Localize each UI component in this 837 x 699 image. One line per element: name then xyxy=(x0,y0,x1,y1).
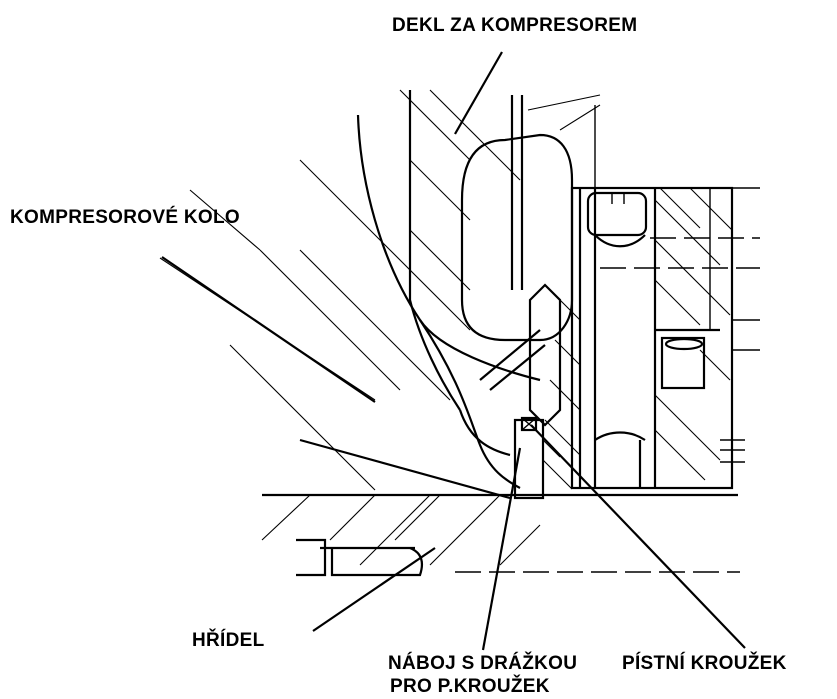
label-compressor-wheel: KOMPRESOROVÉ KOLO xyxy=(10,207,240,228)
bearing-housing xyxy=(544,186,760,490)
label-hub-line1: NÁBOJ S DRÁŽKOU xyxy=(388,653,578,674)
leader-compressor-wheel xyxy=(161,256,376,403)
leader-hub xyxy=(481,447,522,651)
shaft xyxy=(261,493,740,577)
cover-body xyxy=(460,94,601,342)
leader-lines xyxy=(161,51,746,651)
leader-cover xyxy=(454,51,503,135)
compressor-wheel-outline xyxy=(299,90,541,500)
label-cover: DEKL ZA KOMPRESOREM xyxy=(392,15,638,36)
label-hub-line2: PRO P.KROUŽEK xyxy=(390,676,550,697)
leader-shaft xyxy=(312,547,436,632)
label-shaft: HŘÍDEL xyxy=(192,630,265,651)
housing-hatching xyxy=(159,89,521,491)
leader-piston-ring xyxy=(530,424,746,649)
hub-with-groove xyxy=(479,283,573,500)
label-piston-ring: PÍSTNÍ KROUŽEK xyxy=(622,653,787,674)
